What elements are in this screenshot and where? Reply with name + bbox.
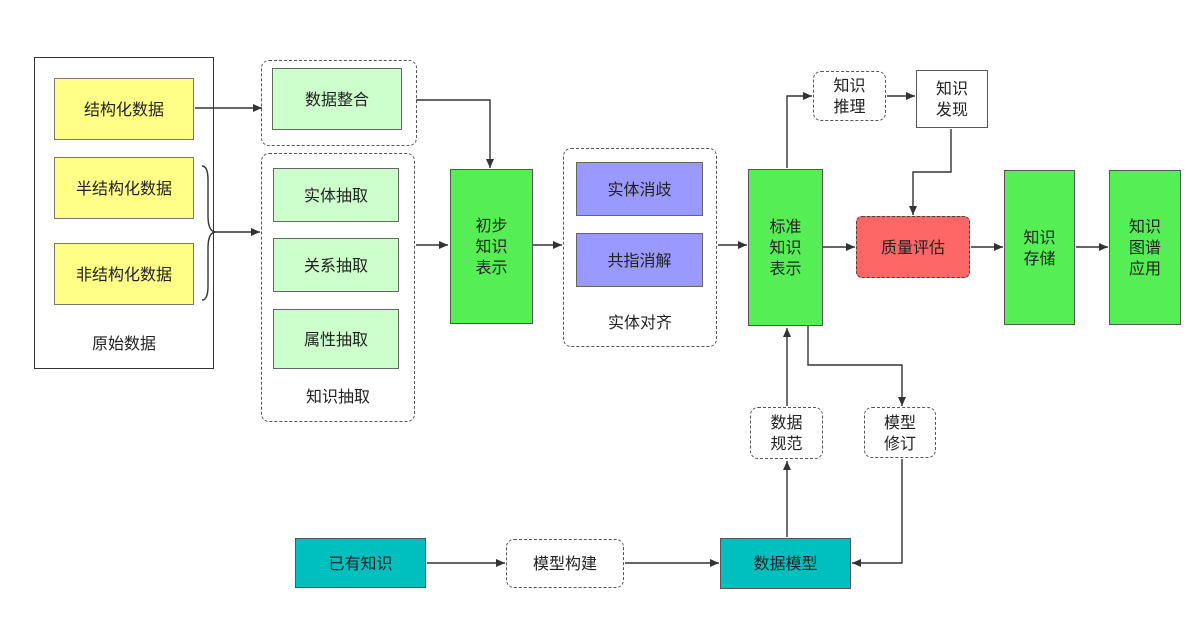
integration-group [261,60,417,146]
entity-extraction-node: 实体抽取 [273,168,399,222]
model-revision-node: 模型 修订 [864,407,936,458]
unstructured-data-node: 非结构化数据 [54,243,194,305]
coreference-resolution-node: 共指消解 [576,233,703,287]
entity-alignment-group [563,148,717,347]
knowledge-extraction-group-label: 知识抽取 [305,387,370,406]
data-model-node: 数据模型 [720,538,851,589]
raw-data-group [34,57,214,369]
edge-standard-to-reasoning [786,92,812,168]
model-construction-node: 模型构建 [506,539,624,588]
relation-extraction-node: 关系抽取 [273,238,399,292]
quality-assessment-node: 质量评估 [856,216,970,278]
entity-alignment-group-label: 实体对齐 [607,313,672,332]
data-specification-node: 数据 规范 [750,407,823,459]
attribute-extraction-node: 属性抽取 [273,309,399,369]
knowledge-extraction-group [261,153,415,422]
standard-representation-node: 标准 知识 表示 [748,169,823,326]
structured-data-node: 结构化数据 [54,78,194,140]
edge-standard-to-revision [807,326,906,406]
semi-structured-data-node: 半结构化数据 [54,157,194,219]
edge-revision-to-data-model [852,459,903,567]
existing-knowledge-node: 已有知识 [295,538,426,588]
edge-integration-to-initial [416,99,494,168]
knowledge-storage-node: 知识 存储 [1004,170,1075,325]
kg-application-node: 知识 图谱 应用 [1109,170,1181,325]
knowledge-reasoning-node: 知识 推理 [813,71,886,121]
entity-disambiguation-node: 实体消歧 [576,162,703,216]
initial-representation-node: 初步 知识 表示 [450,169,533,324]
edge-discovery-to-quality [909,129,952,215]
data-integration-node: 数据整合 [272,68,402,130]
raw-data-group-label: 原始数据 [91,334,156,353]
knowledge-discovery-node: 知识 发现 [916,70,988,128]
